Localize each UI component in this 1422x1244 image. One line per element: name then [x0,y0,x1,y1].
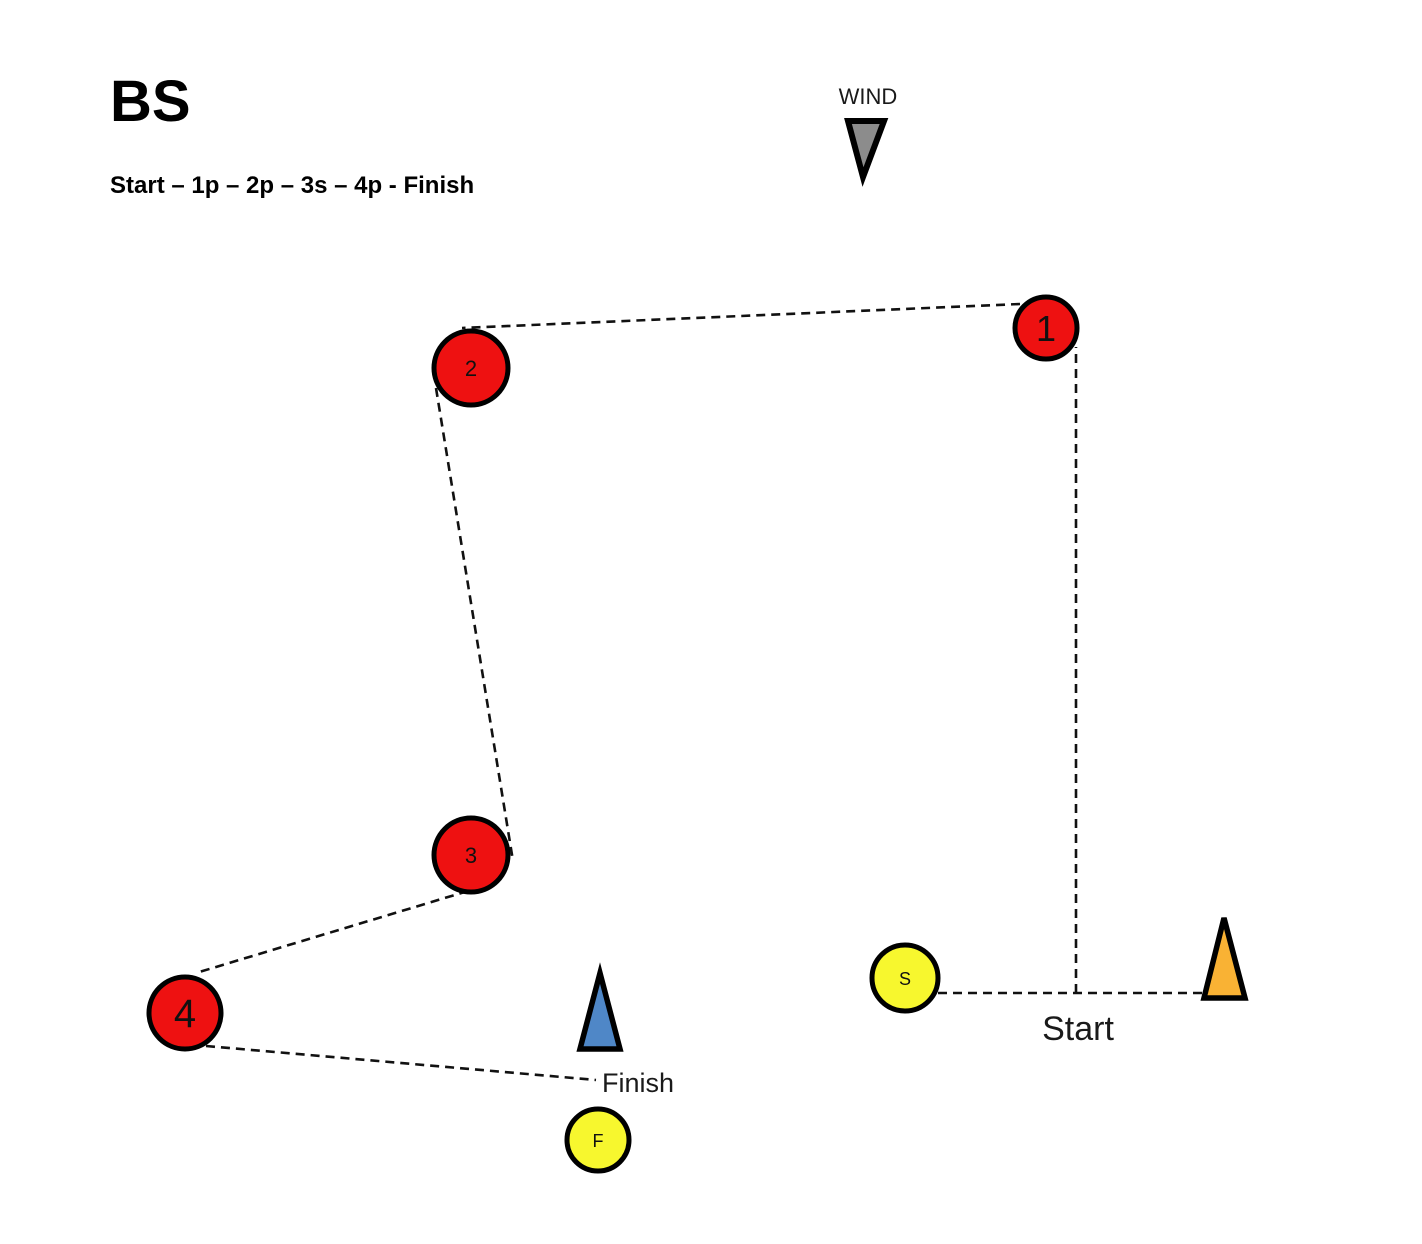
finish-committee-boat-label: F [593,1131,604,1151]
finish-label: Finish [602,1068,674,1098]
start-pin-icon [1200,917,1249,1001]
leg-mark2-to-mark3 [434,387,515,862]
page-title: BS [110,69,191,134]
start-label: Start [1042,1010,1114,1048]
mark-1-buoy [1012,294,1080,362]
mark-3-label: 3 [465,843,477,868]
start-committee-boat [869,942,941,1014]
course-sequence-label: Start – 1p – 2p – 3s – 4p - Finish [110,172,474,199]
finish-committee-boat [564,1106,632,1174]
mark-4-label: 4 [174,992,196,1036]
mark-1-label: 1 [1036,308,1056,349]
mark-4-buoy [146,974,224,1052]
leg-mark4-to-finish [205,1044,597,1082]
finish-pin-icon [576,962,624,1052]
wind-arrow-icon [844,118,889,187]
leg-mark3-to-mark4 [195,889,469,975]
mark-3-buoy [431,815,511,895]
leg-mark1-to-mark2 [461,302,1021,330]
start-committee-boat-label: S [899,969,911,989]
mark-2-buoy [431,328,511,408]
wind-label: WIND [839,84,898,109]
mark-2-label: 2 [465,356,477,381]
